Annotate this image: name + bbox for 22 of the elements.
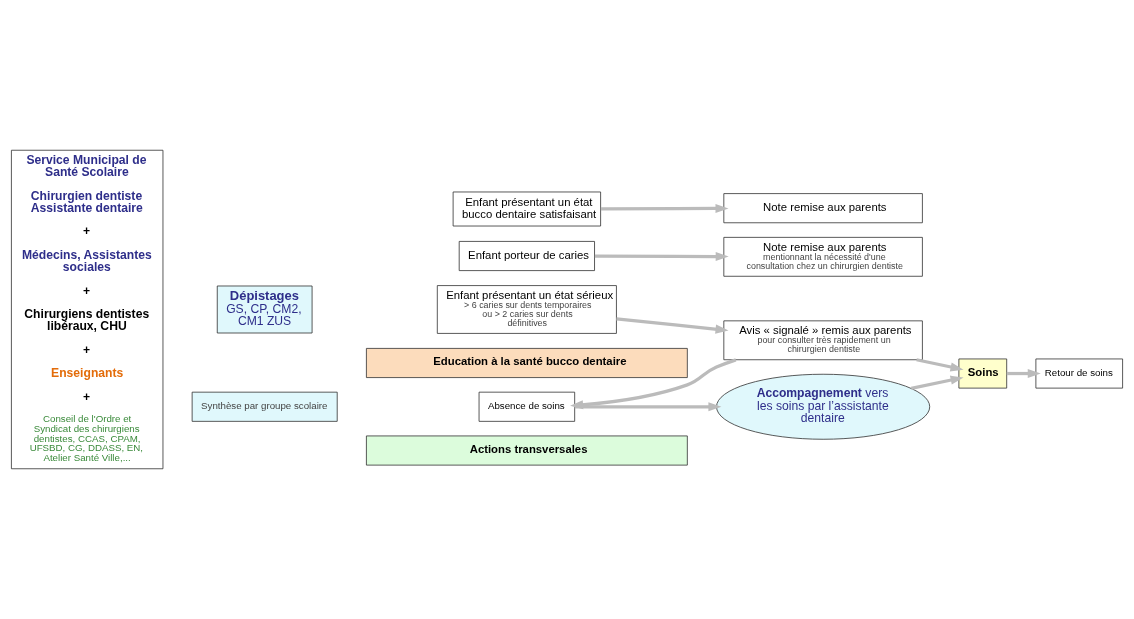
arrow — [594, 251, 729, 262]
node-box: Dépistages GS, CP, CM2, CM1 ZUS — [216, 285, 313, 334]
node-box: Avis « signalé » remis aux parents pour consulter très rapidement un chirurgien dentiste — [723, 320, 923, 361]
node-box: Enfant porteur de caries — [458, 241, 595, 271]
node-box: Enfant présentant un état bucco dentaire satisfaisant — [452, 191, 602, 227]
arrow — [600, 203, 729, 214]
arrow — [1006, 368, 1041, 379]
node-box: Soins — [958, 358, 1008, 389]
arrow — [910, 375, 964, 390]
node-box: Synthèse par groupe scolaire — [191, 391, 338, 422]
node-box: Note remise aux parents mentionnant la nécessité d'une consultation chez un chirurgien dentiste — [723, 236, 923, 277]
node-box: Service Municipal de Santé Scolaire Chirurgien dentiste Assistante dentaire + Médecins, Assistantes sociales + Chirurgiens dentistes libéraux, CHU + Enseignants + Conseil de l'Ordre et Syndicat des chirurgiens dentistes, CCAS, CPAM, UFSBD, CG, DDASS, EN, Atelier Santé Ville,... — [11, 149, 164, 470]
node-box: Enfant présentant un état sérieux > 6 caries sur dents temporaires ou > 2 caries sur dents définitives — [436, 285, 617, 334]
arrow — [574, 402, 722, 412]
arrow — [616, 317, 729, 334]
node-box: Actions transversales — [366, 435, 688, 466]
node-ellipse: Accompagnement vers les soins par l’assistante dentaire — [716, 373, 931, 440]
node-box: Retour de soins — [1035, 358, 1123, 389]
arrow — [916, 358, 964, 372]
node-box: Note remise aux parents — [723, 193, 923, 224]
node-box: Education à la santé bucco dentaire — [366, 348, 688, 378]
node-box: Absence de soins — [478, 391, 576, 422]
